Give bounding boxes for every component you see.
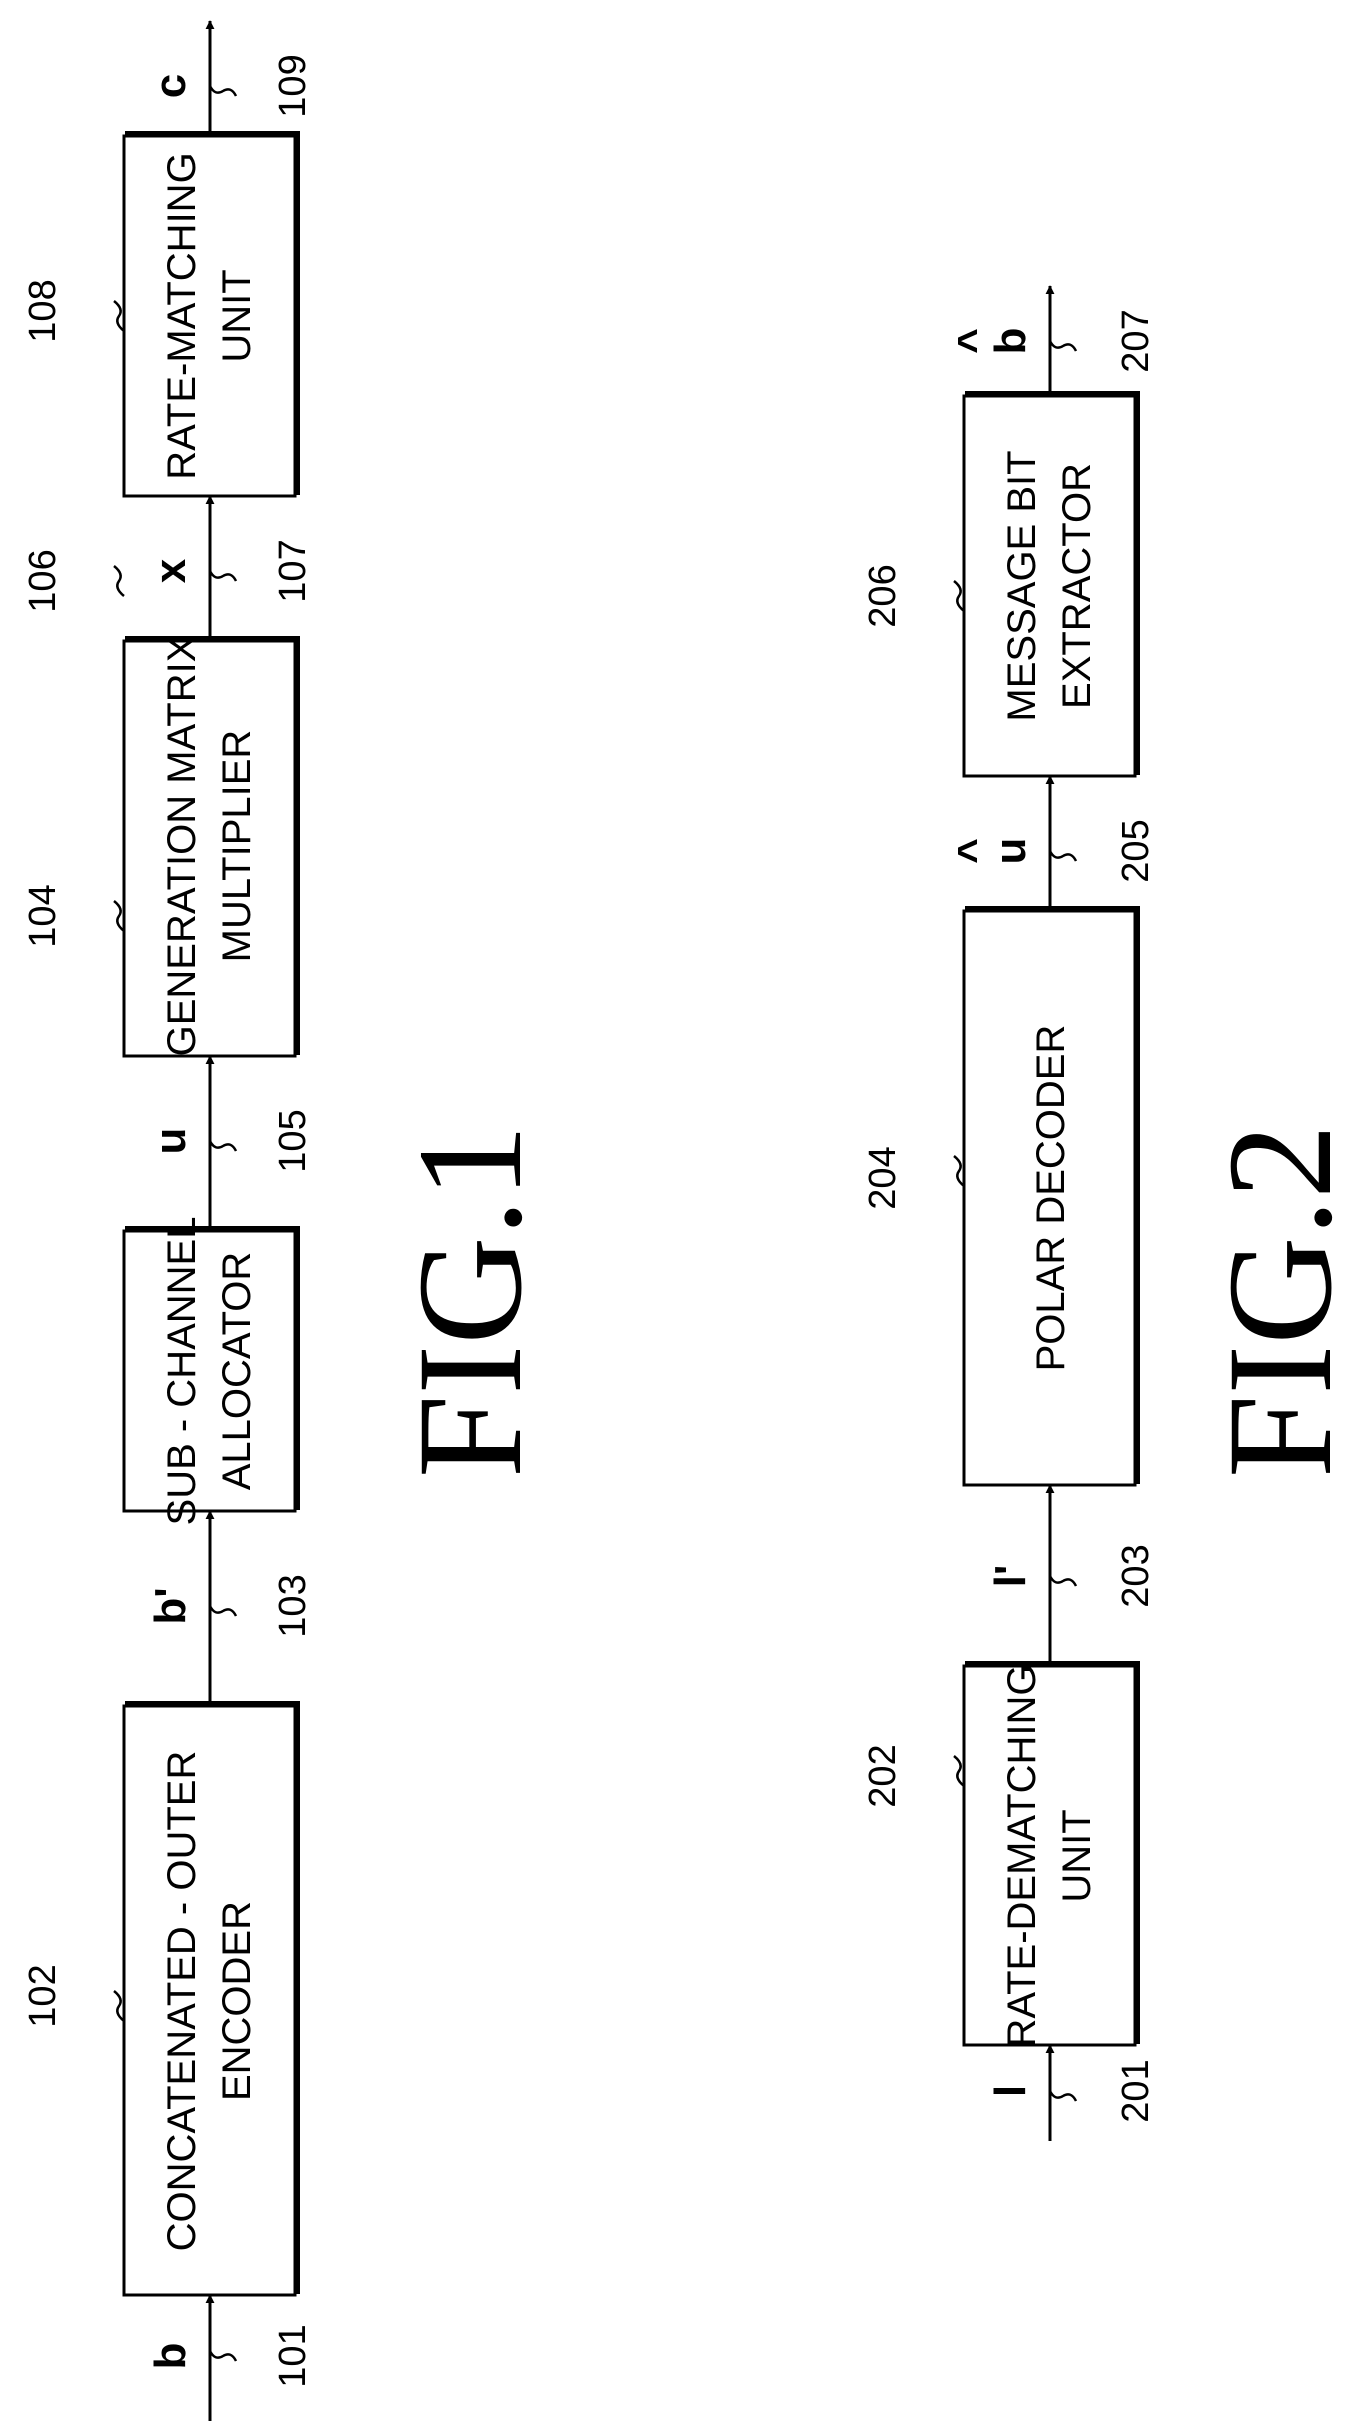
message-bit-extractor-block: MESSAGE BIT EXTRACTOR 206 (862, 396, 1135, 776)
signal-b-prime-symbol: b' (146, 1587, 195, 1624)
subchannel-allocator-label-2: ALLOCATOR (215, 1252, 259, 1491)
rate-dematching-unit-ref: 202 (862, 1744, 904, 1807)
subchannel-allocator-box (124, 1231, 295, 1511)
message-bit-extractor-ref: 206 (862, 564, 904, 627)
signal-x-ref: 107 (272, 539, 314, 602)
rate-matching-unit-block: RATE-MATCHING UNIT 108 (22, 136, 295, 496)
message-bit-extractor-box (964, 396, 1135, 776)
rate-matching-unit-label-1: RATE-MATCHING (160, 152, 204, 479)
message-bit-extractor-label-2: EXTRACTOR (1055, 463, 1099, 709)
signal-b-hat-accent: ^ (949, 328, 998, 354)
signal-l-ref: 201 (1115, 2059, 1157, 2122)
rate-dematching-unit-box (964, 1666, 1135, 2045)
signal-l-prime-ref: 203 (1115, 1544, 1157, 1607)
signal-c-symbol: c (146, 74, 195, 98)
signal-u-hat-accent: ^ (949, 838, 998, 864)
signal-b-prime-ref: 103 (272, 1574, 314, 1637)
generation-matrix-multiplier-label-1: GENERATION MATRIX (160, 636, 204, 1057)
signal-c-leader (210, 86, 236, 96)
message-bit-extractor-label-1: MESSAGE BIT (1000, 450, 1044, 721)
signal-b-prime: b' 103 (146, 1511, 314, 1706)
rate-matching-unit-label-2: UNIT (215, 269, 259, 362)
signal-c-output: c 109 (146, 21, 314, 136)
generation-matrix-multiplier-leader (114, 566, 124, 596)
signal-u-symbol: u (146, 1128, 195, 1155)
fig2-diagram: l 201 RATE-DEMATCHING UNIT 202 l' 203 (862, 286, 1355, 2141)
signal-x-leader (210, 571, 236, 581)
generation-matrix-multiplier-box (124, 641, 295, 1056)
generation-matrix-multiplier-block: GENERATION MATRIX MULTIPLIER 106 (22, 549, 295, 1056)
signal-b-leader (210, 2351, 236, 2361)
fig2-caption: FIG.2 (1197, 1124, 1355, 1478)
outer-encoder-block: CONCATENATED - OUTER ENCODER 102 (22, 1706, 295, 2295)
signal-x: x 107 (146, 496, 314, 641)
signal-b-ref: 101 (272, 2324, 314, 2387)
rate-dematching-unit-label-2: UNIT (1055, 1809, 1099, 1902)
signal-l-prime: l' 203 (986, 1485, 1157, 1666)
signal-u-hat-ref: 205 (1115, 819, 1157, 882)
polar-decoder-block: POLAR DECODER 204 (862, 911, 1135, 1485)
subchannel-allocator-label-1: SUB - CHANNEL (160, 1217, 204, 1526)
signal-u-hat-leader (1050, 851, 1076, 861)
signal-u-leader (210, 1141, 236, 1151)
signal-c-ref: 109 (272, 54, 314, 117)
signal-b-hat-leader (1050, 341, 1076, 351)
fig1-diagram: b 101 CONCATENATED - OUTER ENCODER 102 b… (22, 21, 553, 2421)
generation-matrix-multiplier-label-2: MULTIPLIER (215, 730, 259, 963)
signal-l-symbol: l (986, 2085, 1035, 2097)
rate-dematching-unit-block: RATE-DEMATCHING UNIT 202 (862, 1665, 1135, 2048)
signal-l-prime-symbol: l' (986, 1565, 1035, 1588)
signal-u-ref: 105 (272, 1109, 314, 1172)
subchannel-allocator-ref: 104 (22, 884, 64, 947)
signal-l-prime-leader (1050, 1576, 1076, 1586)
signal-b-prime-leader (210, 1606, 236, 1616)
rate-matching-unit-box (124, 136, 295, 496)
signal-b-input: b 101 (146, 2295, 314, 2421)
signal-b-hat-output: b ^ 207 (949, 286, 1157, 396)
rate-matching-unit-ref: 108 (22, 279, 64, 342)
outer-encoder-label-2: ENCODER (215, 1901, 259, 2101)
signal-u-hat: u ^ 205 (949, 776, 1157, 911)
signal-b-symbol: b (146, 2343, 195, 2370)
outer-encoder-label-1: CONCATENATED - OUTER (160, 1751, 204, 2252)
signal-b-hat-ref: 207 (1115, 309, 1157, 372)
signal-l-input: l 201 (986, 2045, 1157, 2141)
outer-encoder-ref: 102 (22, 1964, 64, 2027)
fig1-caption: FIG.1 (387, 1124, 553, 1478)
signal-l-leader (1050, 2091, 1076, 2101)
outer-encoder-box (124, 1706, 295, 2295)
generation-matrix-multiplier-ref: 106 (22, 549, 64, 612)
signal-u: u 105 (146, 1056, 314, 1231)
polar-decoder-ref: 204 (862, 1146, 904, 1209)
signal-x-symbol: x (146, 558, 195, 583)
polar-decoder-label: POLAR DECODER (1029, 1025, 1073, 1372)
rate-dematching-unit-label-1: RATE-DEMATCHING (1000, 1665, 1044, 2048)
